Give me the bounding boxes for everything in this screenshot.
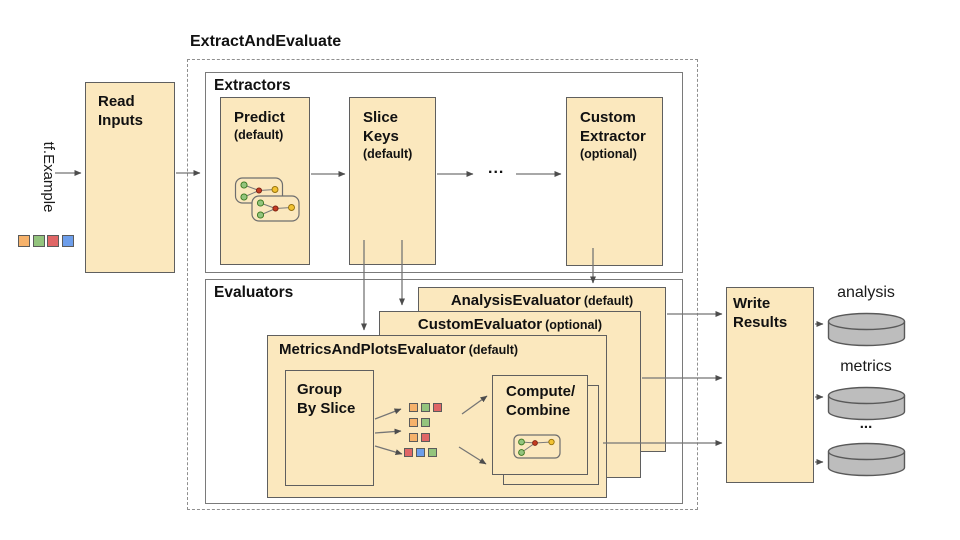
group-by-slice-box: Group By Slice (285, 370, 374, 486)
custom-extractor-qualifier: (optional) (580, 147, 637, 161)
custom-extractor-box: Custom Extractor (optional) (566, 97, 663, 266)
analysis-evaluator-label: AnalysisEvaluator (450, 292, 581, 309)
group-by-slice-label-line1: Group (297, 381, 342, 398)
group-by-slice-label-line2: By Slice (297, 400, 356, 417)
slice-keys-label-line2: Keys (363, 128, 399, 145)
input-square-red (47, 235, 59, 247)
read-inputs-label-line2: Inputs (98, 112, 143, 129)
read-inputs-label-line1: Read (98, 93, 135, 110)
compute-combine-box: Compute/ Combine (492, 375, 588, 475)
slice-keys-qualifier: (default) (363, 147, 413, 161)
slice-grid-row (404, 448, 445, 457)
slice-square-green (428, 448, 437, 457)
slice-square-orange (409, 418, 418, 427)
write-results-label-line1: Write (733, 295, 771, 312)
predict-network-icon (234, 177, 300, 222)
slice-square-red (404, 448, 413, 457)
input-squares (18, 235, 76, 247)
database-cylinder-other (827, 442, 906, 477)
compute-combine-label-line2: Combine (506, 402, 571, 419)
slice-square-orange (409, 433, 418, 442)
compute-combine-label-line1: Compute/ (506, 383, 576, 400)
slice-square-green (421, 403, 430, 412)
slice-square-orange (409, 403, 418, 412)
evaluators-label: Evaluators (214, 284, 294, 301)
slice-grid (404, 403, 445, 463)
predict-qualifier: (default) (234, 128, 284, 142)
slice-keys-label-line1: Slice (363, 109, 399, 126)
extractor-ellipsis: ... (488, 160, 505, 177)
slice-grid-row (409, 418, 445, 427)
slice-keys-extractor-box: Slice Keys (default) (349, 97, 436, 265)
custom-extractor-label-line1: Custom (580, 109, 636, 126)
custom-extractor-label-line2: Extractor (580, 128, 646, 145)
input-square-blue (61, 235, 74, 247)
diagram-title: ExtractAndEvaluate (190, 33, 342, 50)
slice-square-green (421, 418, 430, 427)
predict-label: Predict (234, 109, 285, 126)
metrics-evaluator-label: MetricsAndPlotsEvaluator (279, 341, 466, 358)
custom-evaluator-qualifier: (optional) (545, 318, 603, 332)
input-square-orange (18, 235, 30, 247)
slice-square-red (421, 433, 430, 442)
database-cylinder-metrics (827, 386, 906, 421)
output-label-analysis: analysis (837, 284, 895, 301)
extract-and-evaluate-container (187, 59, 698, 510)
extractors-label: Extractors (214, 77, 291, 94)
metrics-evaluator-qualifier: (default) (468, 343, 519, 357)
input-square-green (32, 235, 45, 247)
write-results-box: Write Results (726, 287, 814, 483)
slice-grid-row (409, 433, 445, 442)
analysis-evaluator-qualifier: (default) (583, 294, 634, 308)
read-inputs-box: Read Inputs (85, 82, 175, 273)
slice-square-red (433, 403, 442, 412)
compute-combine-network-icon (513, 434, 561, 459)
custom-evaluator-label: CustomEvaluator (417, 316, 543, 333)
slice-grid-row (409, 403, 445, 412)
output-label-metrics: metrics (840, 358, 892, 375)
input-label: tf.Example (40, 141, 57, 213)
database-cylinder-analysis (827, 312, 906, 347)
write-results-label-line2: Results (733, 314, 788, 331)
slice-square-blue (416, 448, 425, 457)
